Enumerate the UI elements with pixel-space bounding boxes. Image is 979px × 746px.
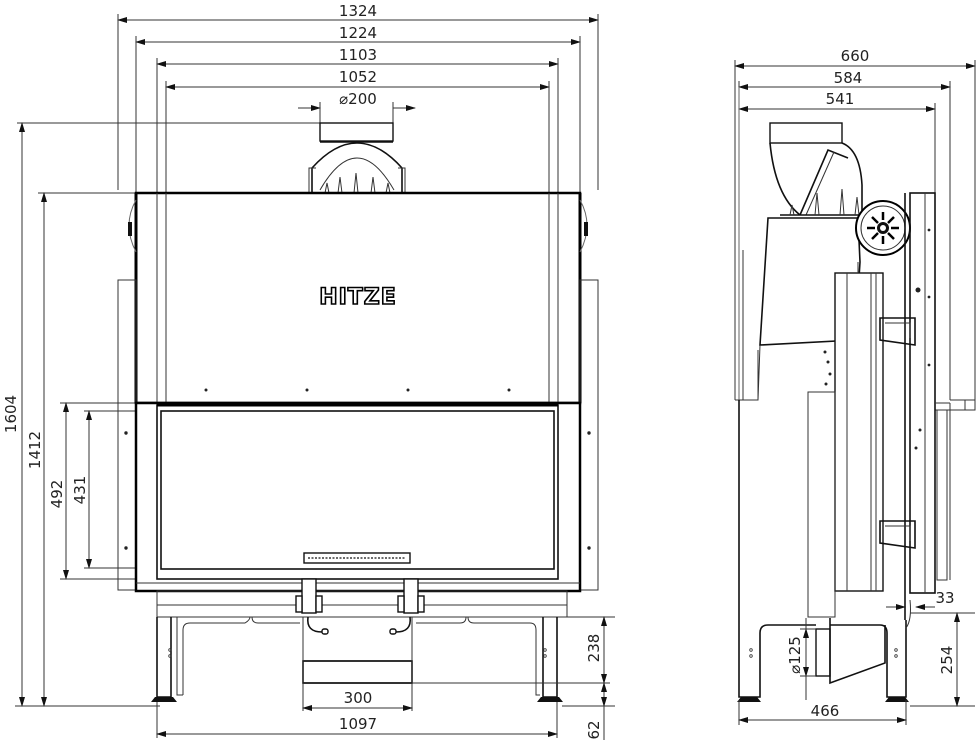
fireplace-body: HITZE	[128, 191, 588, 405]
side-bottom-dimensions: ⌀125 466 33 254	[738, 589, 975, 725]
hitze-logo: HITZE	[319, 285, 397, 310]
side-view: 660 584 541	[734, 47, 976, 725]
air-inlet-spigot	[815, 628, 831, 677]
dim-inlet-width: 300	[344, 689, 373, 707]
dim-body-width: 1224	[339, 24, 377, 42]
dim-side-feet-span: 466	[811, 702, 840, 720]
left-handle[interactable]	[301, 578, 317, 614]
dim-flue-diameter: ⌀200	[339, 90, 377, 108]
dim-air-inlet-height: 254	[938, 646, 956, 675]
side-legs	[737, 400, 911, 702]
dim-overall-width: 1324	[339, 2, 377, 20]
dim-rear-offset: 33	[935, 589, 954, 607]
dim-glass-height: 431	[71, 476, 89, 505]
dim-leg-clearance: 238	[585, 634, 603, 663]
front-height-dimensions: 1604 1412 492 431	[2, 122, 320, 707]
rear-frame	[879, 192, 951, 620]
side-flue-elbow	[769, 122, 865, 216]
dim-foot-height: 62	[585, 720, 603, 739]
dim-door-height: 492	[48, 480, 66, 509]
dim-air-inlet-diameter: ⌀125	[786, 636, 804, 674]
front-bottom-dimensions: 300 1097 238 62	[156, 616, 615, 740]
legs	[151, 616, 610, 711]
dim-body-depth: 584	[834, 69, 863, 87]
front-width-dimensions: 1324 1224 1103 1052 ⌀200	[117, 2, 599, 280]
dim-body-height: 1412	[26, 431, 44, 469]
fan-wheel-icon	[855, 200, 911, 256]
door-frame	[124, 401, 591, 593]
dim-top-depth: 541	[826, 90, 855, 108]
right-handle[interactable]	[403, 578, 419, 614]
dim-feet-span: 1097	[339, 715, 377, 733]
side-door-panel	[834, 262, 884, 592]
dim-glass-width: 1052	[339, 68, 377, 86]
dim-frame-width: 1103	[339, 46, 377, 64]
dim-overall-height: 1604	[2, 395, 20, 433]
air-inlet-box	[302, 660, 413, 684]
flue-collar	[308, 122, 406, 194]
front-view: 1324 1224 1103 1052 ⌀200 1604 1412 492 4…	[2, 2, 615, 740]
lift-handles	[156, 578, 568, 635]
dim-overall-depth: 660	[841, 47, 870, 65]
